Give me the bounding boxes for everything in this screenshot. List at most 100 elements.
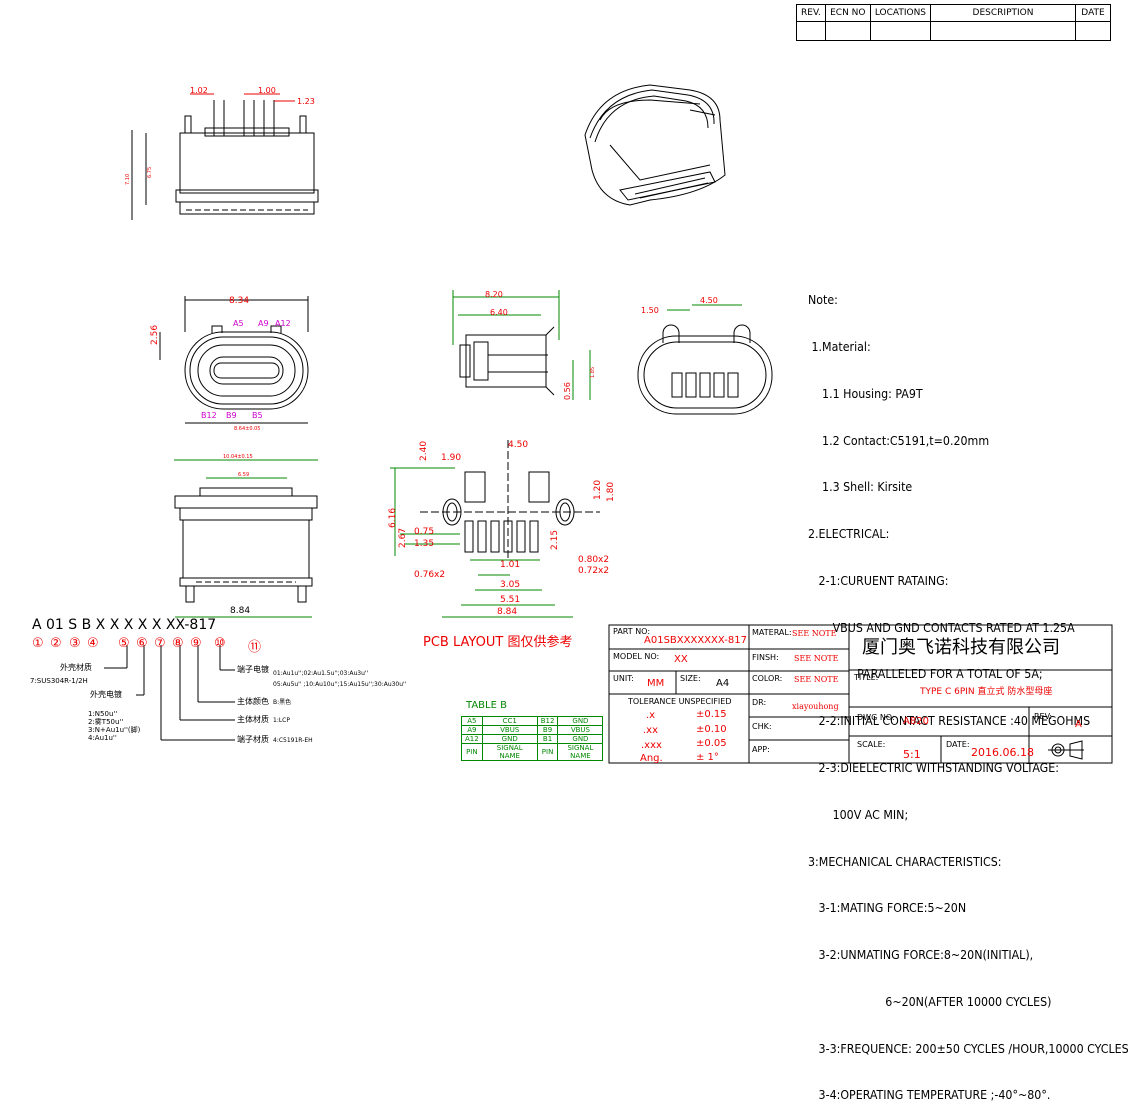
circled-11: ⑪	[248, 640, 262, 655]
tolerance-label: TOLERANCE UNSPECIFIED	[628, 697, 732, 706]
dim-side-inner: 6.40	[490, 308, 508, 317]
scale-label: SCALE:	[857, 740, 886, 749]
pcb-dim-616: 6.16	[388, 508, 398, 528]
dim-top-h2: 6.75	[147, 167, 153, 178]
table-b-title: TABLE B	[466, 700, 507, 711]
dim-bottom-inner: 6.59	[238, 472, 249, 478]
circled-6: ⑥	[136, 636, 148, 651]
table-cell: B9	[536, 725, 559, 735]
pcb-layout-label: PCB LAYOUT 图仅供参考	[423, 635, 573, 650]
tol-ang-label: Ang.	[640, 753, 663, 764]
pcb-dim-450: 4.50	[508, 440, 528, 450]
tol-xx-value: ±0.10	[696, 724, 727, 735]
terminal-material-value: 4:C5191R-EH	[273, 737, 313, 744]
tol-xxx-value: ±0.05	[696, 738, 727, 749]
circled-3: ③	[69, 636, 81, 651]
table-cell: A5	[461, 716, 483, 726]
dim-bottom-width: 8.84	[230, 606, 250, 616]
model-label: MODEL NO:	[613, 652, 660, 661]
finish-value: SEE NOTE	[794, 654, 839, 663]
pin-a9: A9	[258, 319, 269, 328]
pin-a5: A5	[233, 319, 244, 328]
dr-label: DR:	[752, 698, 767, 707]
pin-b5: B5	[252, 411, 263, 420]
shell-plating-values: 1:N50u'' 2:雾T50u'' 3:N+Au1u''(脚) 4:Au1u'…	[88, 710, 141, 742]
part-code-leaders	[104, 645, 235, 741]
drawing-canvas: 1.02 1.00 1.23 7.10 6.75 8.34 2.56 A5 A9…	[104, 84, 1113, 764]
part-no-label: PART NO:	[613, 627, 651, 636]
finish-label: FINSH:	[752, 653, 779, 662]
dim-bottom-overall: 10.04±0.15	[223, 454, 253, 460]
table-cell: GND	[557, 716, 604, 726]
circled-10: ⑩	[214, 636, 226, 651]
pcb-dim-080: 0.80x2	[578, 555, 609, 565]
note-line: 3-3:FREQUENCE: 200±50 CYCLES /HOUR,10000…	[808, 1041, 1129, 1056]
rev-label: REV:	[1034, 712, 1053, 721]
side-view	[452, 290, 591, 400]
note-line: 1.1 Housing: PA9T	[808, 386, 923, 401]
legend-body-material: 主体材质	[237, 715, 269, 724]
note-line: 2-1:CURUENT RATAING:	[808, 573, 949, 588]
body-color-value: B:黑色	[273, 699, 292, 706]
part-code: A 01 S B X X X X X XX-817	[32, 617, 217, 633]
legend-shell-material: 外壳材质	[60, 663, 92, 672]
pcb-dim-884: 8.84	[497, 607, 517, 617]
note-line: 1.Material:	[808, 339, 871, 354]
note-line: Note:	[808, 293, 838, 308]
pcb-dim-135: 1.35	[414, 539, 434, 549]
circled-4: ④	[87, 636, 99, 651]
part-no-value: A01SBXXXXXXX-817	[644, 635, 747, 646]
note-line: 6~20N(AFTER 10000 CYCLES)	[808, 994, 1052, 1009]
tol-x-value: ±0.15	[696, 709, 727, 720]
legend-shell-plating: 外壳电镀	[90, 690, 122, 699]
pcb-dim-240: 2.40	[419, 441, 429, 461]
table-cell: SIGNAL NAME	[557, 743, 604, 761]
note-line: 3:MECHANICAL CHARACTERISTICS:	[808, 854, 1002, 869]
table-cell: A12	[461, 734, 483, 744]
note-line: 3-4:OPERATING TEMPERATURE ;-40°~80°.	[808, 1088, 1051, 1103]
dim-side-h2: 1.85	[590, 367, 596, 378]
note-line: PARALLELED FOR A TOTAL OF 5A;	[808, 667, 1043, 682]
title-block-grid	[608, 624, 1113, 764]
pcb-dim-072: 0.72x2	[578, 566, 609, 576]
unit-label: UNIT:	[613, 674, 634, 683]
front-view	[159, 296, 309, 424]
back-view	[637, 304, 773, 415]
pin-a12: A12	[275, 319, 291, 328]
legend-terminal-material: 端子材质	[237, 735, 269, 744]
table-cell: GND	[481, 734, 538, 744]
dim-front-height: 2.56	[150, 325, 160, 345]
pcb-dim-076: 0.76x2	[414, 570, 445, 580]
pcb-dim-267: 2.67	[398, 528, 408, 548]
pcb-dim-180: 1.80	[606, 482, 616, 502]
company-name: 厦门奥飞诺科技有限公司	[862, 637, 1060, 658]
model-value: XX	[674, 654, 688, 665]
dr-value: xiayouhong	[792, 702, 839, 711]
table-cell: PIN	[536, 743, 559, 761]
size-value: A4	[716, 678, 730, 689]
dim-back-2: 4.50	[700, 296, 718, 305]
legend-terminal-plating: 端子电镀	[237, 665, 269, 674]
note-line: 100V AC MIN;	[808, 807, 909, 822]
dim-front-width: 8.34	[229, 296, 249, 306]
app-label: APP:	[752, 745, 770, 754]
circled-8: ⑧	[172, 636, 184, 651]
date-value: 2016.06.18	[971, 746, 1034, 759]
pcb-dim-215: 2.15	[550, 530, 560, 550]
terminal-plating-values: 01:Au1u'';02:Au1.5u'';03:Au3u'' 05:Au5u'…	[273, 670, 407, 688]
circled-1: ①	[32, 636, 44, 651]
notes-block: Note: 1.Material: 1.1 Housing: PA9T 1.2 …	[808, 262, 1129, 1120]
table-cell: A9	[461, 725, 483, 735]
note-line: 1.3 Shell: Kirsite	[808, 480, 913, 495]
tol-x-label: .x	[646, 710, 656, 721]
pcb-dim-305: 3.05	[500, 580, 520, 590]
note-line: 2-3:DIEELECTRIC WITHSTANDING VOLTAGE:	[808, 761, 1059, 775]
material-value: SEE NOTE	[792, 629, 837, 638]
table-cell: CC1	[481, 716, 538, 726]
note-line: 2-2:INITIAL CONTACT RESISTANCE :40 MEGOH…	[808, 714, 1091, 729]
pcb-dim-120: 1.20	[593, 480, 603, 500]
